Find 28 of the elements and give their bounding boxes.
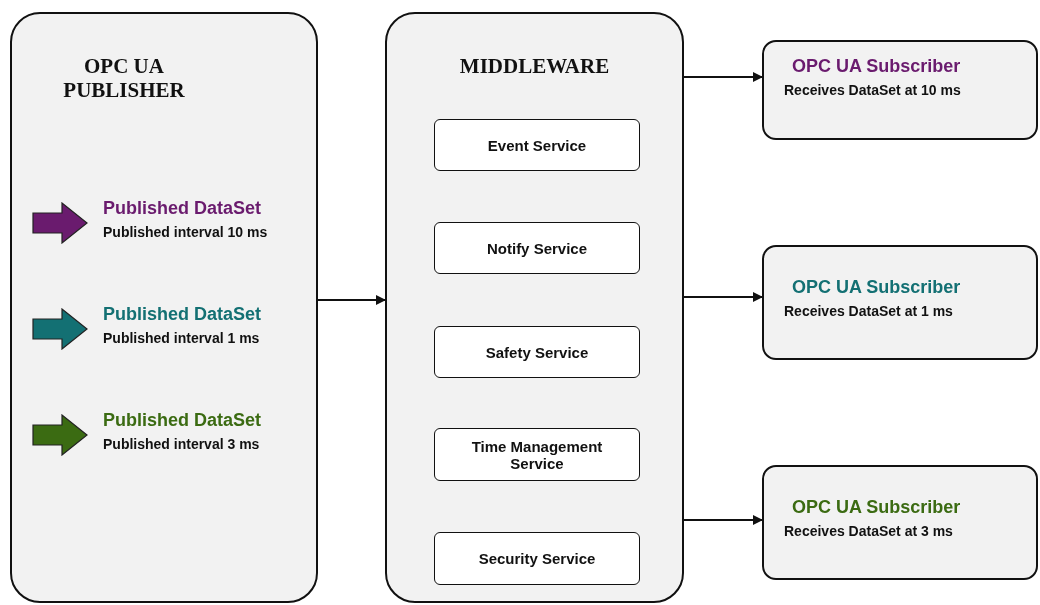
interval-text: Published interval 1 ms — [103, 330, 260, 346]
interval-text: Published interval 10 ms — [103, 224, 268, 240]
receive-text: Receives DataSet at 10 ms — [784, 82, 961, 98]
container-title: OPC UA PUBLISHER — [62, 54, 186, 102]
dataset-heading: Published DataSet — [103, 304, 262, 325]
arrow — [683, 515, 763, 525]
container-box — [385, 12, 684, 603]
service-box: Safety Service — [434, 326, 640, 378]
service-box: Security Service — [434, 532, 640, 585]
subscriber-heading: OPC UA Subscriber — [792, 56, 961, 77]
receive-text: Receives DataSet at 3 ms — [784, 523, 953, 539]
dataset-heading: Published DataSet — [103, 198, 262, 219]
subscriber-box — [762, 40, 1038, 140]
receive-text: Receives DataSet at 1 ms — [784, 303, 953, 319]
subscriber-box — [762, 465, 1038, 580]
service-box: Event Service — [434, 119, 640, 171]
arrow — [683, 292, 763, 302]
service-box: Time Management Service — [434, 428, 640, 481]
dataset-heading: Published DataSet — [103, 410, 262, 431]
service-box: Notify Service — [434, 222, 640, 274]
subscriber-heading: OPC UA Subscriber — [792, 497, 961, 518]
arrow — [683, 72, 763, 82]
interval-text: Published interval 3 ms — [103, 436, 260, 452]
subscriber-heading: OPC UA Subscriber — [792, 277, 961, 298]
container-box — [10, 12, 318, 603]
container-title: MIDDLEWARE — [458, 54, 611, 78]
arrow — [317, 295, 386, 305]
subscriber-box — [762, 245, 1038, 360]
